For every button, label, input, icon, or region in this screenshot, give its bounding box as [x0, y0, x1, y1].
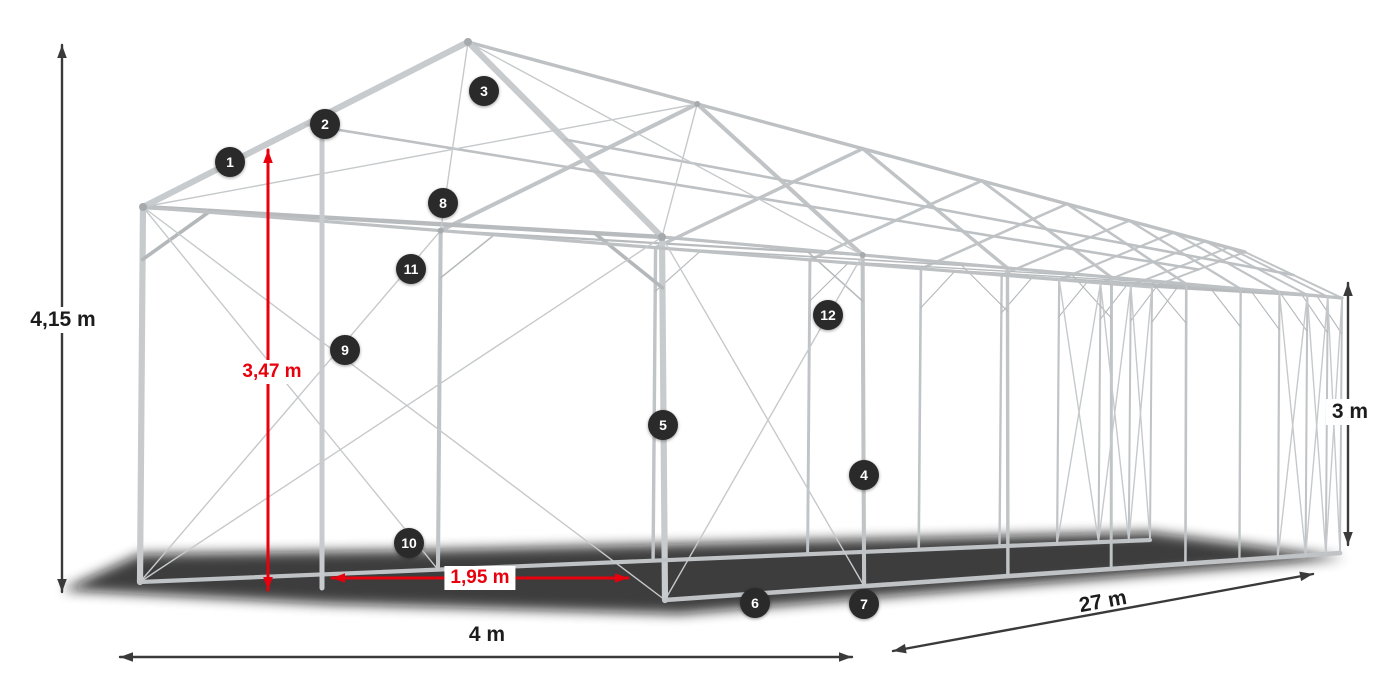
callout-5: 5	[648, 410, 678, 440]
callout-10: 10	[394, 528, 424, 558]
front-width-label: 4 m	[468, 623, 506, 646]
callout-3: 3	[469, 76, 499, 106]
ground-shadow	[62, 532, 1345, 614]
door-width-label: 1,95 m	[444, 566, 516, 590]
callout-4: 4	[849, 460, 879, 490]
callout-12: 12	[813, 300, 843, 330]
callout-11: 11	[396, 254, 426, 284]
length-arrow	[891, 572, 1315, 653]
total-height-label: 4,15 m	[24, 307, 102, 333]
callout-2: 2	[310, 109, 340, 139]
callout-6: 6	[740, 588, 770, 618]
callout-7: 7	[849, 589, 879, 619]
door-height-label: 3,47 m	[236, 360, 308, 384]
callout-9: 9	[330, 335, 360, 365]
callout-1: 1	[215, 147, 245, 177]
side-height-label: 3 m	[1325, 399, 1375, 425]
callout-8: 8	[428, 188, 458, 218]
